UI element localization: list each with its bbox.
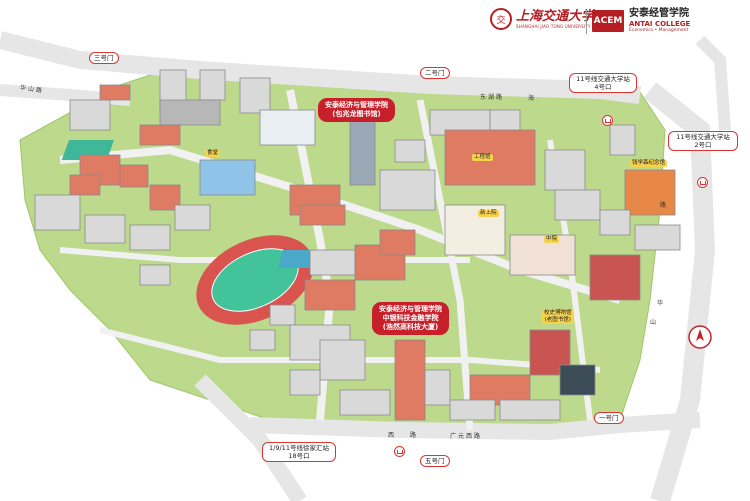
east-road xyxy=(643,82,716,501)
gongcheng-label[interactable]: 工程馆 xyxy=(472,154,493,161)
hai-char: 海 xyxy=(528,95,537,102)
hua-char: 华 xyxy=(657,300,666,307)
gate-1-label[interactable]: 一号门 xyxy=(594,412,624,424)
huashan-road xyxy=(0,31,642,104)
guangyuan-road xyxy=(249,412,701,441)
gate-2-label[interactable]: 二号门 xyxy=(420,67,450,79)
antai-library-callout[interactable]: 安泰经济与管理学院 (包兆龙图书馆) xyxy=(318,98,395,122)
lu-char: 路 xyxy=(660,202,669,209)
metro-icon xyxy=(602,115,613,126)
lu2-char: 路 xyxy=(410,432,419,439)
canteen-label[interactable]: 食堂 xyxy=(205,150,221,157)
metro-11-exit-2-label[interactable]: 11号线交通大学站 2号口 xyxy=(668,131,738,151)
sjtu-seal-icon: 交 xyxy=(490,8,512,30)
compass xyxy=(688,325,712,349)
antai-name: 安泰经管学院 xyxy=(629,8,689,19)
museum-label[interactable]: 校史博物馆 (老图书馆) xyxy=(542,310,574,324)
metro-11-exit-4-label[interactable]: 11号线交通大学站 4号口 xyxy=(569,73,637,93)
shan-char: 山 xyxy=(650,319,659,326)
antai-subtitle-en: Economics • Management xyxy=(629,28,689,33)
guangyuan-road-label: 广元西路 xyxy=(450,433,483,440)
sjtu-name: 上海交通大学 xyxy=(516,8,595,24)
xinshangyuan-label[interactable]: 新上院 xyxy=(478,210,499,217)
zhongyuan-label[interactable]: 中院 xyxy=(544,236,560,243)
qianxuesen-label[interactable]: 钱学森纪念馆 xyxy=(630,160,668,167)
gate-5-label[interactable]: 五号门 xyxy=(420,455,450,467)
antai-mark-icon: ACEM xyxy=(592,10,624,32)
antai-logo: ACEM 安泰经管学院 ANTAI COLLEGE Economics • Ma… xyxy=(592,8,690,34)
northeast-road xyxy=(695,35,731,131)
antai-name-en: ANTAI COLLEGE xyxy=(629,20,691,28)
sjtu-logo: 交 上海交通大学 SHANGHAI JIAO TONG UNIVERSITY xyxy=(490,8,594,30)
metro-icon xyxy=(697,177,708,188)
metro-icon xyxy=(394,446,405,457)
gate-3-label[interactable]: 三号门 xyxy=(89,52,119,64)
antai-fintech-callout[interactable]: 安泰经济与管理学院 中银科技金融学院 (浩然高科技大厦) xyxy=(372,302,449,335)
sjtu-name-en: SHANGHAI JIAO TONG UNIVERSITY xyxy=(516,23,591,29)
xi-char: 西 xyxy=(388,432,397,439)
buildings xyxy=(34,69,681,421)
logo-divider xyxy=(586,10,587,34)
southwest-road xyxy=(194,374,307,501)
metro-1911-exit-18-label[interactable]: 1/9/11号线徐家汇站 18号口 xyxy=(262,442,336,462)
donghu-road-label: 东湖路 xyxy=(480,94,505,101)
